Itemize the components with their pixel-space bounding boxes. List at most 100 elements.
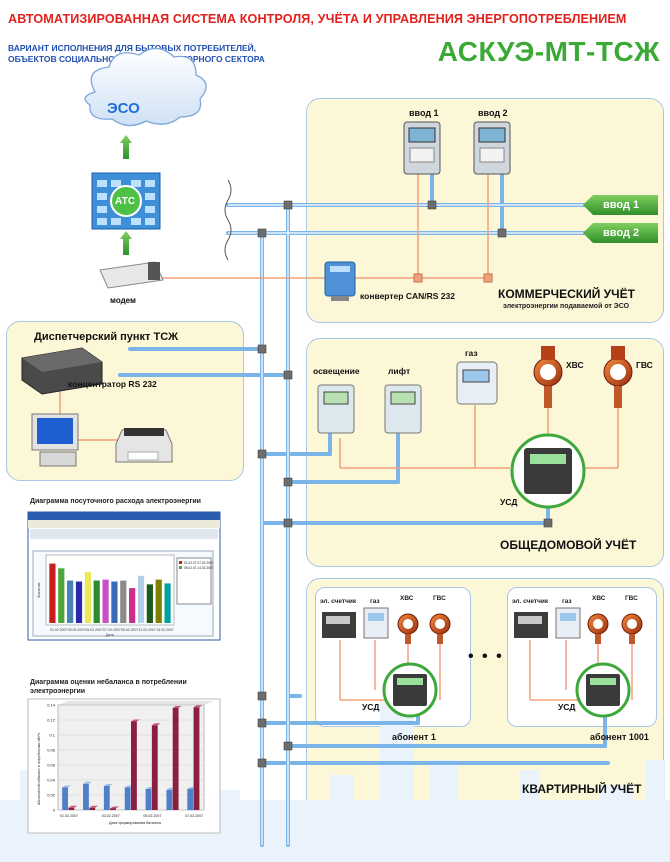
subscriber-1001-cold xyxy=(587,613,609,644)
daily-bar xyxy=(102,579,109,623)
imbalance-bar-top xyxy=(83,781,92,784)
subscriber-1-hot xyxy=(429,613,451,644)
imbalance-bar xyxy=(103,786,110,810)
daily-legend-label: 08.02.07-14.02.2007 xyxy=(184,566,214,570)
imbalance-chart-grid: 00.020.040.060.080.10.120.14 xyxy=(47,703,204,813)
converter-device xyxy=(324,261,356,301)
converter-label: конвертер CAN/RS 232 xyxy=(360,291,455,301)
lift-label: лифт xyxy=(388,366,411,376)
uplink-arrows xyxy=(120,135,132,255)
imbalance-xlabel: Дата формирования баланса xyxy=(109,821,162,825)
imbalance-bar xyxy=(68,807,75,810)
imbalance-y-tick: 0.12 xyxy=(47,718,56,723)
imbalance-bar-top xyxy=(89,805,99,808)
daily-legend-label: 01.02.07-07.02.2007 xyxy=(184,561,214,565)
daily-bar xyxy=(164,583,171,623)
imbalance-bar xyxy=(89,807,96,810)
input-meter-1-label: ввод 1 xyxy=(409,108,439,118)
subscriber-1-gas xyxy=(363,607,389,639)
subscriber-1-hot-label: ГВС xyxy=(433,595,446,602)
daily-ylabel: Значение xyxy=(37,582,41,598)
common-usd-device xyxy=(510,433,586,509)
brand-title: АСКУЭ-МТ-ТСЖ xyxy=(437,36,660,67)
daily-bar xyxy=(93,580,100,623)
imbalance-bar xyxy=(62,787,69,810)
input-meter-1 xyxy=(403,121,441,175)
city-background xyxy=(0,700,670,862)
subscriber-1-usd-label: УСД xyxy=(362,702,380,712)
gas-meter xyxy=(456,361,498,405)
imbalance-ylabel: Абсолютный небаланс в потреблении, кВт*ч xyxy=(37,733,41,805)
hot-water-meter xyxy=(603,346,633,408)
printer-device xyxy=(115,428,173,463)
apartment-title: КВАРТИРНЫЙ УЧЁТ xyxy=(522,782,642,796)
subscriber-1001-cold-label: ХВС xyxy=(592,595,606,602)
daily-legend-swatch xyxy=(179,561,182,564)
cold-water-meter xyxy=(533,346,563,408)
daily-xlabel: Дата xyxy=(106,633,114,637)
daily-bar xyxy=(111,581,118,623)
gas-label: газ xyxy=(465,348,478,358)
subscriber-1-meter-label: эл. счетчик xyxy=(320,598,357,605)
imbalance-bar-top xyxy=(68,805,78,808)
imbalance-bar-top xyxy=(131,719,140,722)
imbalance-y-tick: 0.1 xyxy=(49,733,55,738)
daily-bar xyxy=(84,572,91,623)
daily-bar xyxy=(146,584,153,623)
imbalance-y-tick: 0.14 xyxy=(47,703,56,708)
subscriber-1001-hot xyxy=(621,613,643,644)
imbalance-bar xyxy=(187,789,194,810)
imbalance-bar-top xyxy=(151,723,161,726)
ats-building xyxy=(91,172,161,230)
commercial-title: КОММЕРЧЕСКИЙ УЧЁТ xyxy=(498,287,635,301)
subscriber-1-usd xyxy=(382,662,438,718)
modem-label: модем xyxy=(110,296,136,305)
imbalance-y-tick: 0.06 xyxy=(47,763,56,768)
eso-label: ЭСО xyxy=(107,100,140,117)
imbalance-chart-window xyxy=(27,698,221,834)
imbalance-bar xyxy=(124,787,131,810)
imbalance-y-tick: 0.04 xyxy=(47,778,56,783)
imbalance-x-tick: 03.02.2007 xyxy=(102,814,120,818)
page-title: АВТОМАТИЗИРОВАННАЯ СИСТЕМА КОНТРОЛЯ, УЧЁ… xyxy=(8,12,627,26)
subscriber-1-cold xyxy=(397,613,419,644)
daily-tick-label: 03.02.2007 xyxy=(68,628,86,632)
daily-bar xyxy=(129,588,136,623)
subscriber-1001-usd xyxy=(575,662,631,718)
lift-meter xyxy=(384,384,422,434)
eso-cloud xyxy=(84,47,207,127)
daily-tick-label: 07.02.2007 xyxy=(103,628,121,632)
ats-label: АТС xyxy=(115,196,136,207)
imbalance-bar xyxy=(151,725,158,810)
imbalance-bar-top xyxy=(110,806,119,809)
subscriber-1001-hot-label: ГВС xyxy=(625,595,638,602)
daily-tick-label: 13.02.2007 xyxy=(156,628,174,632)
subtitle-line-1: ВАРИАНТ ИСПОЛНЕНИЯ ДЛЯ БЫТОВЫХ ПОТРЕБИТЕ… xyxy=(8,43,257,53)
subscriber-1001-meter-label: эл. счетчик xyxy=(512,598,549,605)
daily-tick-label: 05.02.2007 xyxy=(85,628,103,632)
subscriber-1001-gas-label: газ xyxy=(562,598,572,605)
common-usd-label: УСД xyxy=(500,497,518,507)
subscriber-1-name: абонент 1 xyxy=(392,732,436,742)
daily-bar xyxy=(120,580,127,623)
imbalance-bar xyxy=(145,789,152,810)
commercial-subtitle: электроэнергии подаваемой от ЭСО xyxy=(503,303,630,310)
daily-bar xyxy=(155,579,162,623)
daily-tick-label: 01.02.2007 xyxy=(50,628,68,632)
subscriber-1001-usd-label: УСД xyxy=(558,702,576,712)
subscriber-1-gas-label: газ xyxy=(370,598,380,605)
imbalance-bar xyxy=(166,789,173,810)
imbalance-y-tick: 0 xyxy=(53,808,56,813)
hot-water-label: ГВС xyxy=(636,360,653,370)
imbalance-bar xyxy=(83,783,89,810)
daily-legend-swatch xyxy=(179,566,182,569)
imbalance-bar xyxy=(172,708,179,810)
imbalance-bar xyxy=(131,721,137,810)
cold-water-label: ХВС xyxy=(566,360,584,370)
imbalance-chart-title-1: Диаграмма оценки небаланса в потреблении xyxy=(30,679,187,686)
daily-chart-title: Диаграмма посуточного расхода электроэне… xyxy=(30,498,201,505)
input-arrow-2 xyxy=(583,223,658,243)
